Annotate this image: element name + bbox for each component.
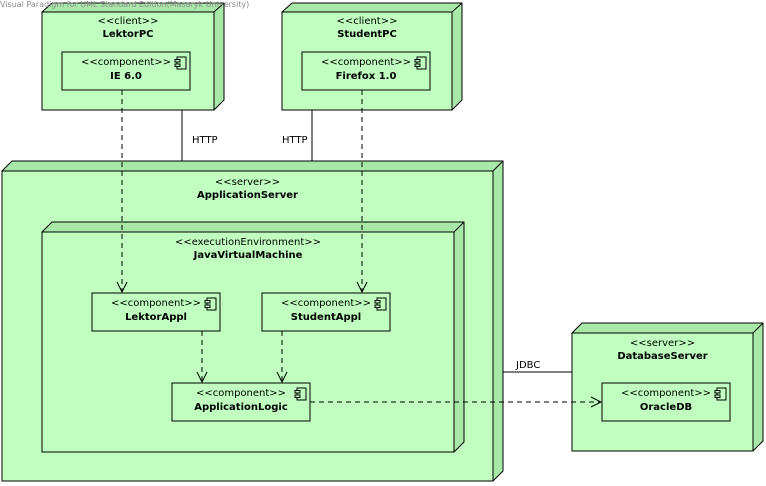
node-label-application-server: <<server>> ApplicationServer bbox=[2, 176, 493, 202]
component-firefox[interactable] bbox=[301, 51, 431, 91]
watermark-text: Visual Paradigm for UML Standard Edition… bbox=[0, 0, 250, 9]
node-label-lektor-pc: <<client>> LektorPC bbox=[42, 15, 214, 41]
component-stereotype: <<component>> bbox=[195, 388, 287, 399]
node-label-student-pc: <<client>> StudentPC bbox=[282, 15, 452, 41]
component-name: OracleDB bbox=[639, 402, 693, 413]
node-name: ApplicationServer bbox=[197, 190, 298, 201]
component-label-firefox: <<component>> Firefox 1.0 bbox=[302, 56, 430, 84]
node-stereotype: <<executionEnvironment>> bbox=[174, 237, 322, 248]
component-label-oracle-db: <<component>> OracleDB bbox=[602, 387, 730, 415]
component-icon bbox=[414, 56, 427, 70]
component-stereotype: <<component>> bbox=[110, 298, 202, 309]
http-label-student: HTTP bbox=[282, 135, 308, 146]
component-label-ie: <<component>> IE 6.0 bbox=[62, 56, 190, 84]
component-stereotype: <<component>> bbox=[620, 388, 712, 399]
component-label-student-appl: <<component>> StudentAppl bbox=[262, 297, 390, 325]
node-stereotype: <<client>> bbox=[97, 16, 159, 27]
component-oracle-db[interactable] bbox=[601, 382, 731, 422]
component-name: Firefox 1.0 bbox=[335, 71, 397, 82]
component-label-application-logic: <<component>> ApplicationLogic bbox=[172, 387, 310, 415]
component-stereotype: <<component>> bbox=[80, 57, 172, 68]
node-java-virtual-machine[interactable] bbox=[41, 221, 465, 453]
component-name: IE 6.0 bbox=[110, 71, 142, 82]
component-stereotype: <<component>> bbox=[280, 298, 372, 309]
node-label-database-server: <<server>> DatabaseServer bbox=[572, 337, 753, 363]
component-lektor-appl[interactable] bbox=[91, 292, 221, 332]
component-icon bbox=[204, 297, 217, 311]
node-name: DatabaseServer bbox=[617, 351, 708, 362]
http-label-lektor: HTTP bbox=[192, 135, 218, 146]
component-application-logic[interactable] bbox=[171, 382, 311, 422]
component-icon bbox=[714, 387, 727, 401]
component-icon bbox=[374, 297, 387, 311]
component-ie[interactable] bbox=[61, 51, 191, 91]
node-name: LektorPC bbox=[102, 29, 154, 40]
component-stereotype: <<component>> bbox=[320, 57, 412, 68]
node-stereotype: <<client>> bbox=[336, 16, 398, 27]
component-name: StudentAppl bbox=[290, 312, 362, 323]
node-label-jvm: <<executionEnvironment>> JavaVirtualMach… bbox=[42, 236, 454, 262]
component-icon bbox=[294, 387, 307, 401]
component-icon bbox=[174, 56, 187, 70]
component-label-lektor-appl: <<component>> LektorAppl bbox=[92, 297, 220, 325]
node-name: StudentPC bbox=[337, 29, 397, 40]
jdbc-label: JDBC bbox=[516, 360, 541, 371]
component-student-appl[interactable] bbox=[261, 292, 391, 332]
component-name: ApplicationLogic bbox=[194, 402, 288, 413]
node-stereotype: <<server>> bbox=[629, 338, 696, 349]
node-name: JavaVirtualMachine bbox=[193, 250, 303, 261]
node-stereotype: <<server>> bbox=[214, 177, 281, 188]
component-name: LektorAppl bbox=[125, 312, 187, 323]
